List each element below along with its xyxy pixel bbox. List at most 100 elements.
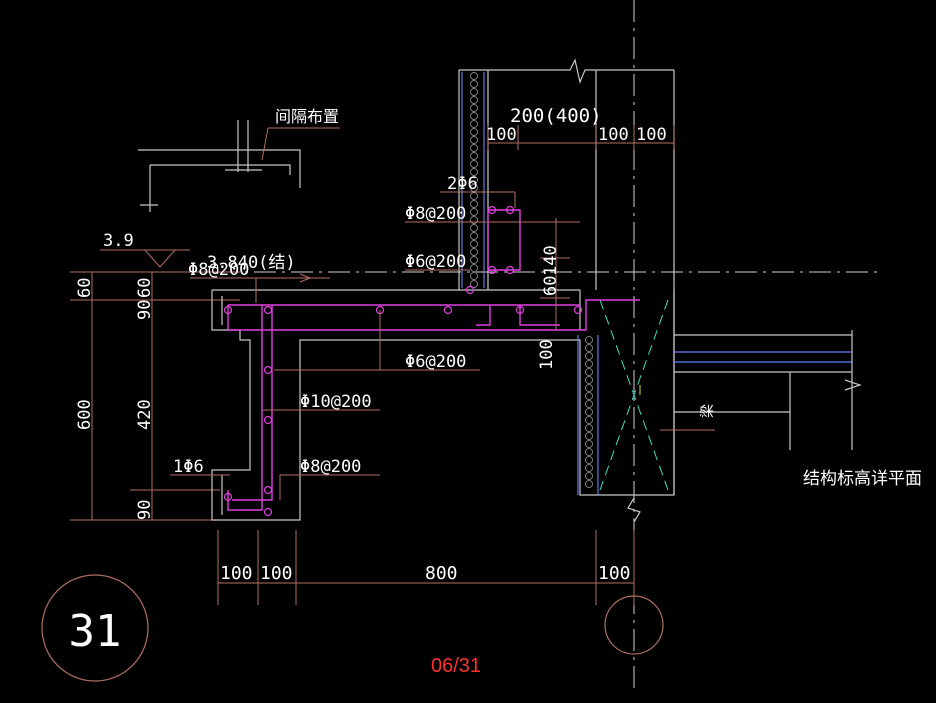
dim-bottom-800: 800 — [425, 563, 458, 584]
insulation-hatch-mark — [585, 392, 593, 400]
dim-90-bottom: 90 — [135, 500, 155, 520]
lower-wall-insulation-pattern — [585, 336, 593, 488]
rebar-section-dot — [263, 365, 273, 375]
insulation-hatch-mark — [470, 168, 478, 176]
insulation-hatch-mark — [470, 216, 478, 224]
rebar-section-dot — [223, 492, 233, 502]
rebar-section-dot — [263, 507, 273, 517]
lower-wall — [577, 290, 675, 495]
insulation-hatch-mark — [585, 456, 593, 464]
elevation-arrow — [299, 273, 312, 283]
rebar-dots — [223, 205, 583, 517]
plan-note: 结构标高详平面 — [803, 469, 922, 489]
rebar-top-stirrup: Φ8@200 — [188, 260, 249, 280]
insulation-hatch-mark — [470, 160, 478, 168]
insulation-hatch-mark — [470, 232, 478, 240]
dim-bottom-100a: 100 — [220, 563, 253, 584]
concrete-outline — [211, 289, 675, 521]
insulation-hatch-mark — [470, 88, 478, 96]
insulation-hatch-mark — [470, 80, 478, 88]
insulation-hatch-mark — [585, 448, 593, 456]
rebar-section-dot — [263, 415, 273, 425]
insulation-hatch-mark — [585, 480, 593, 488]
bottom-dimension-lines — [217, 497, 641, 605]
rebar-1phi6: 1Φ6 — [173, 457, 204, 477]
insulation-hatch-mark — [585, 416, 593, 424]
insulation-hatch-mark — [470, 264, 478, 272]
rebar-leaders — [170, 191, 580, 500]
dim-left-60: 60 — [75, 278, 95, 298]
floor-slab-right — [660, 330, 862, 450]
page-indicator: 06/31 — [431, 655, 481, 677]
insulation-hatch-mark — [470, 120, 478, 128]
rebar-phi8-bottom: Φ8@200 — [300, 457, 361, 477]
insulation-hatch-mark — [470, 128, 478, 136]
axis-bubble — [604, 595, 664, 655]
dim-200-400: 200(400) — [510, 105, 602, 127]
insulation-hatch-mark — [470, 224, 478, 232]
dim-right-100: 100 — [537, 339, 557, 370]
dim-top-100b: 100 — [598, 125, 629, 145]
rebar-phi8-wall: Φ8@200 — [405, 204, 466, 224]
insulation-hatch-mark — [470, 96, 478, 104]
elevation-3-9: 3.9 — [103, 231, 134, 251]
rebar-section-dot — [573, 305, 583, 315]
dim-top-100a: 100 — [486, 125, 517, 145]
insulation-hatch-mark — [585, 352, 593, 360]
insulation-hatch-mark — [470, 152, 478, 160]
insulation-hatch-mark — [470, 280, 478, 288]
dim-top-100c: 100 — [636, 125, 667, 145]
rebar-phi10: Φ10@200 — [300, 392, 372, 412]
rebar-section-dot — [487, 265, 497, 275]
rebar-section-dot — [223, 305, 233, 315]
insulation-hatch-mark — [585, 344, 593, 352]
insulation-hatch-mark — [470, 112, 478, 120]
top-dimension-lines — [487, 125, 675, 150]
upper-wall-insulation-pattern — [470, 72, 478, 288]
left-dimension-lines — [70, 271, 240, 521]
rebar-section-dot — [505, 205, 515, 215]
dim-90: 90 — [135, 300, 155, 320]
insulation-hatch-mark — [470, 208, 478, 216]
beam-label: 梁 — [700, 404, 716, 418]
insulation-hatch-mark — [470, 104, 478, 112]
insulation-hatch-mark — [585, 408, 593, 416]
insulation-hatch-mark — [585, 376, 593, 384]
insulation-hatch-mark — [585, 440, 593, 448]
dim-right-60: 60 — [541, 276, 561, 296]
elevation-mark-left — [100, 249, 190, 268]
insulation-hatch-mark — [470, 256, 478, 264]
dim-140: 140 — [541, 245, 561, 276]
insulation-hatch-mark — [585, 384, 593, 392]
beam-section — [599, 299, 669, 491]
insulation-hatch-mark — [585, 472, 593, 480]
insulation-hatch-mark — [470, 144, 478, 152]
insulation-hatch-mark — [470, 176, 478, 184]
insulation-hatch-mark — [470, 240, 478, 248]
detail-number: 31 — [69, 606, 122, 657]
insulation-hatch-mark — [470, 272, 478, 280]
rebar-2phi6: 2Φ6 — [447, 174, 478, 194]
rebar-section-dot — [263, 485, 273, 495]
dim-bottom-100c: 100 — [598, 563, 631, 584]
insulation-hatch-mark — [470, 136, 478, 144]
insulation-hatch-mark — [585, 464, 593, 472]
rebar-section-dot — [515, 305, 525, 315]
insulation-hatch-mark — [585, 432, 593, 440]
spacing-note: 间隔布置 — [275, 107, 339, 126]
elevation-3-840: 3.840(结) — [207, 253, 296, 273]
insulation-hatch-mark — [585, 424, 593, 432]
rebar-section-dot — [505, 265, 515, 275]
rebar-section-dot — [465, 285, 475, 295]
dim-bottom-100b: 100 — [260, 563, 293, 584]
insulation-hatch-mark — [585, 400, 593, 408]
upper-wall — [458, 58, 675, 290]
insulation-hatch-mark — [585, 336, 593, 344]
insulation-hatch-mark — [585, 368, 593, 376]
dim-420: 420 — [135, 399, 155, 430]
rebar-phi6-wall: Φ6@200 — [405, 252, 466, 272]
spacing-detail-sketch — [138, 120, 340, 212]
dim-left-600: 600 — [75, 399, 95, 430]
